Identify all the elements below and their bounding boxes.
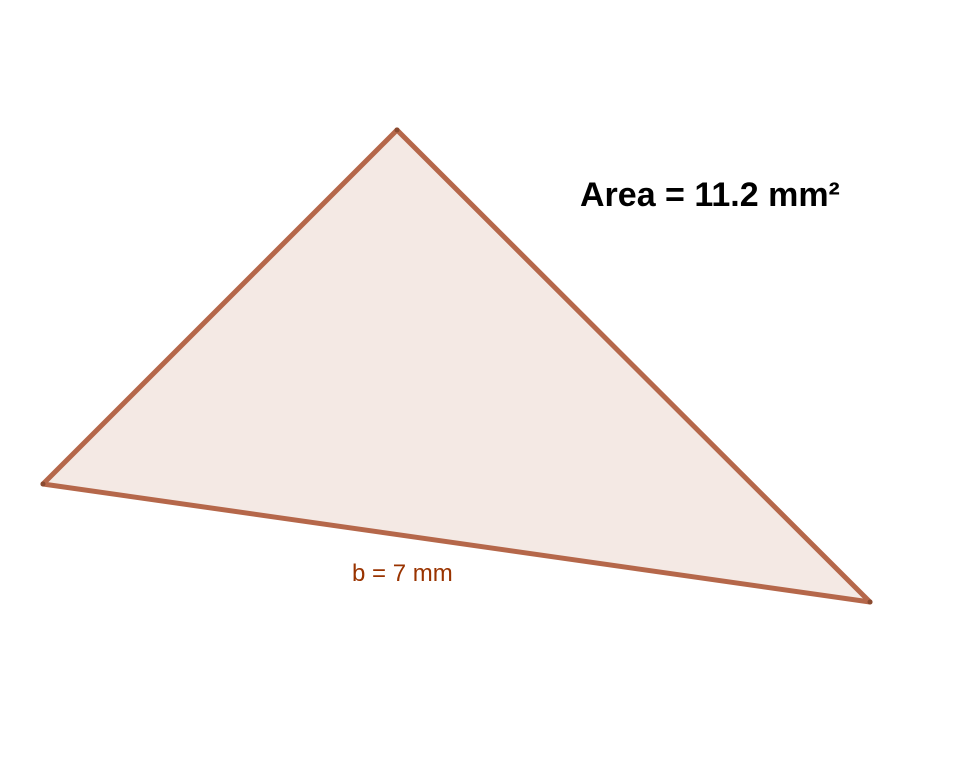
side-base	[40, 481, 873, 605]
base-length-label: b = 7 mm	[352, 560, 453, 587]
triangle-fill	[43, 130, 870, 602]
side-left	[40, 127, 400, 487]
area-label: Area = 11.2 mm²	[580, 176, 840, 214]
vertex-top	[394, 127, 400, 133]
vertex-left	[40, 481, 46, 487]
side-right	[394, 127, 873, 605]
vertex-right	[867, 599, 873, 605]
